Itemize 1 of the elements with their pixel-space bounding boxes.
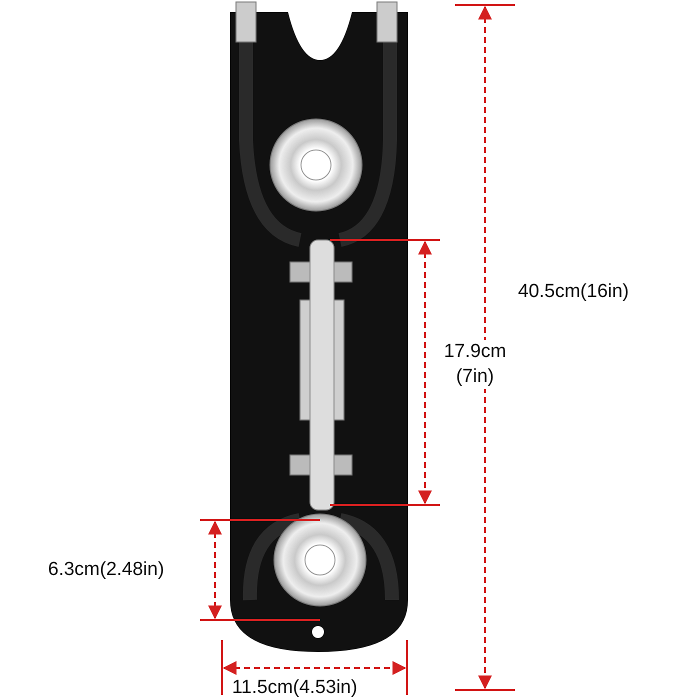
dimension-label: 11.5cm(4.53in): [232, 676, 358, 700]
